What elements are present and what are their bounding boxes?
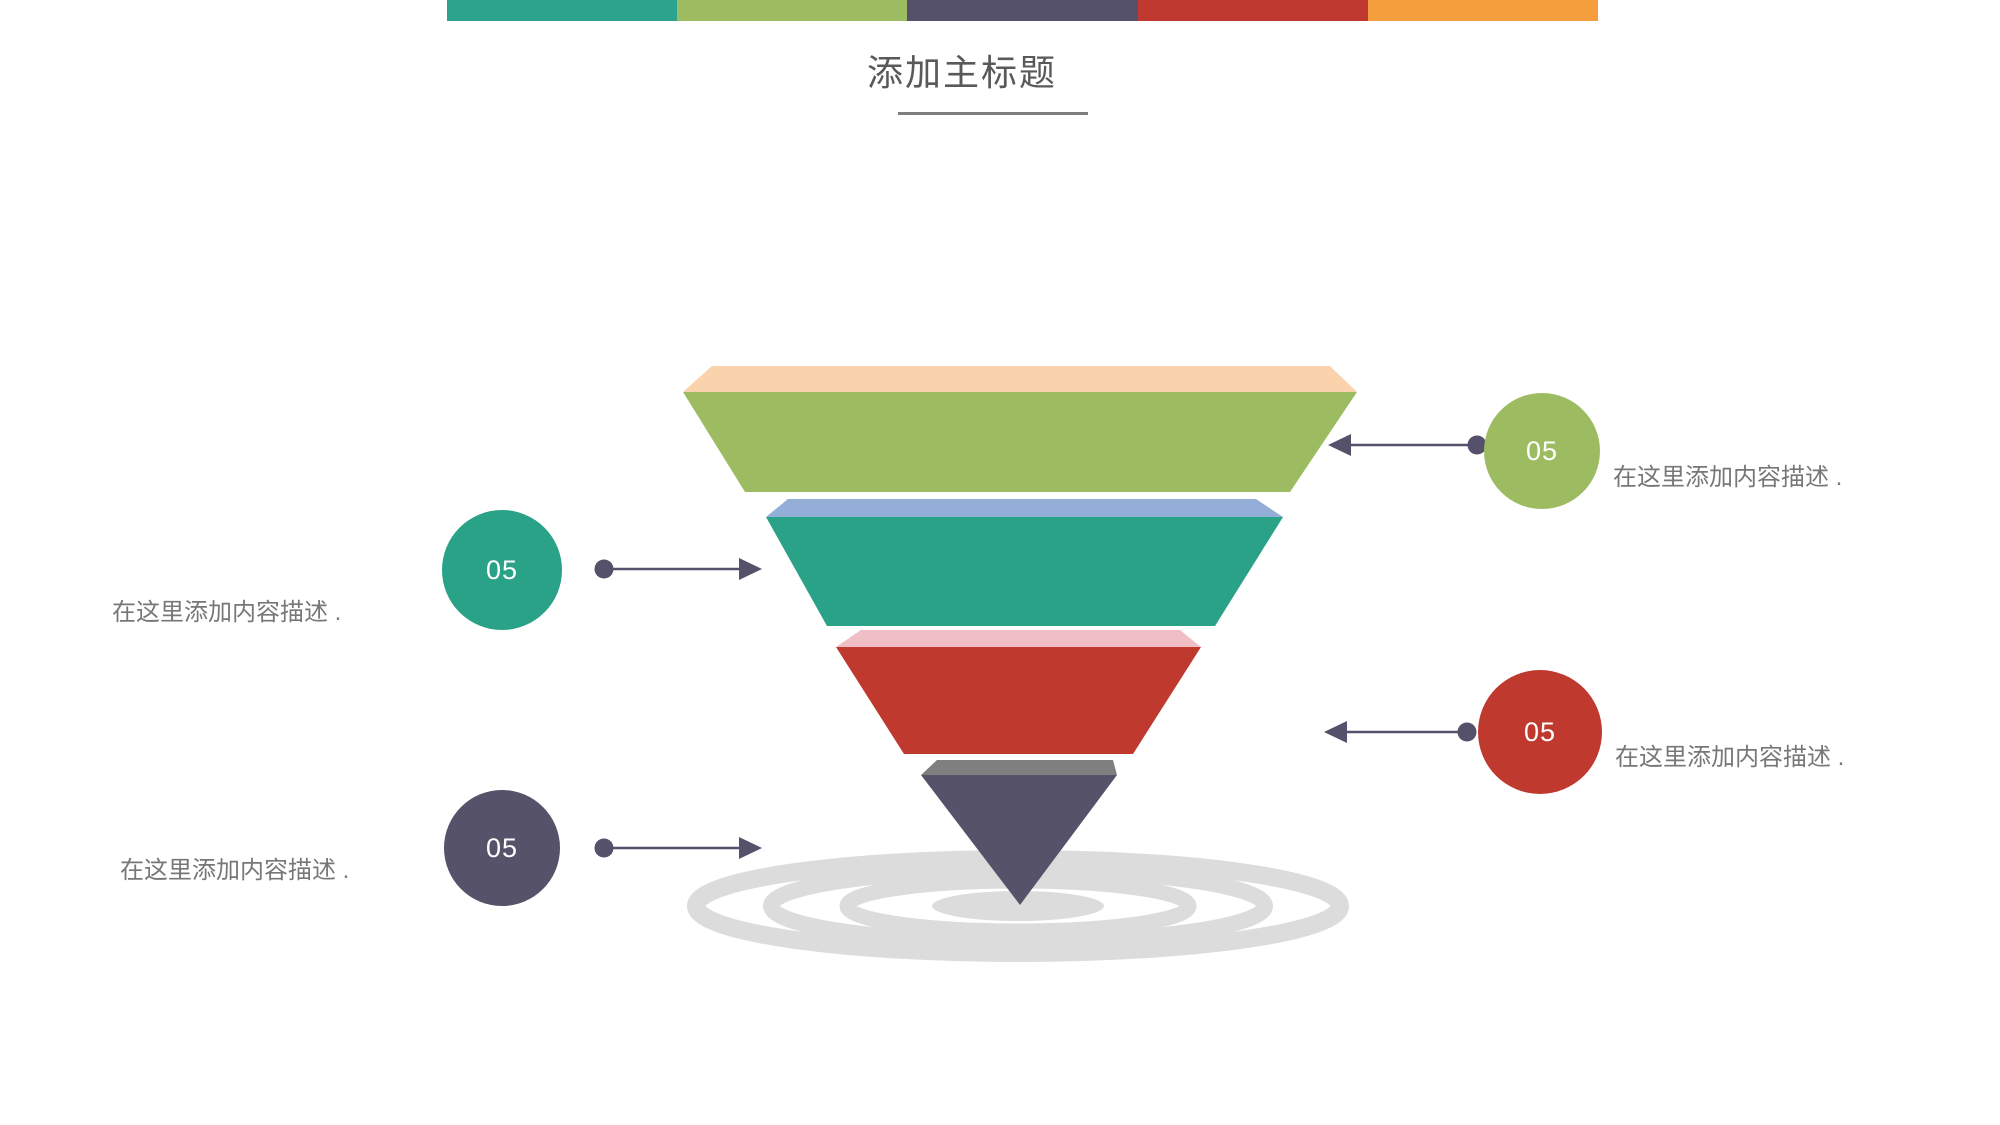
top-bar-segment-teal [447, 0, 678, 21]
badge-number: 05 [485, 554, 519, 585]
description-right-top[interactable]: 在这里添加内容描述 . [1613, 464, 1843, 491]
funnel-layer-2-front-face [766, 517, 1283, 626]
title-underline [898, 112, 1088, 115]
description-right-bottom[interactable]: 在这里添加内容描述 . [1615, 744, 1845, 771]
badge-number: 05 [1523, 716, 1557, 747]
arrowhead-left-icon [1324, 721, 1347, 743]
ripple-center [932, 891, 1104, 921]
page-title[interactable]: 添加主标题 [866, 52, 1057, 93]
badge-right-top[interactable]: 05 [1484, 393, 1600, 509]
connector-right-bottom [1324, 721, 1477, 743]
badge-right-bottom[interactable]: 05 [1478, 670, 1602, 794]
arrowhead-left-icon [1328, 434, 1351, 456]
arrowhead-right-icon [739, 837, 762, 859]
arrowhead-right-icon [739, 558, 762, 580]
description-left-bottom[interactable]: 在这里添加内容描述 . [120, 857, 350, 884]
badge-left-bottom[interactable]: 05 [444, 790, 560, 906]
funnel-layer-4-front-face [921, 775, 1117, 905]
connector-dot [594, 838, 614, 858]
funnel-layer-2-top-face [766, 499, 1283, 517]
description-left-middle[interactable]: 在这里添加内容描述 . [112, 599, 342, 626]
connector-left-bottom [594, 837, 762, 859]
funnel-layer-1-front-face [683, 392, 1357, 492]
connector-right-top [1328, 434, 1487, 456]
top-bar-segment-orange [1367, 0, 1599, 21]
funnel-layer-4-top-face [921, 760, 1117, 775]
badge-number: 05 [1525, 435, 1559, 466]
top-bar-segment-green [677, 0, 908, 21]
connector-left-middle [594, 558, 762, 580]
connector-dot [1467, 435, 1487, 455]
funnel-layer-3-top-face [836, 630, 1201, 647]
funnel-layer-3-front-face [836, 647, 1201, 754]
funnel-layer-1-top-face [683, 366, 1357, 392]
connector-dot [594, 559, 614, 579]
connector-dot [1457, 722, 1477, 742]
badge-left-middle[interactable]: 05 [442, 510, 562, 630]
top-bar-segment-red [1137, 0, 1368, 21]
top-color-bar [447, 0, 1599, 21]
badge-number: 05 [485, 832, 519, 863]
top-bar-segment-slate [907, 0, 1138, 21]
